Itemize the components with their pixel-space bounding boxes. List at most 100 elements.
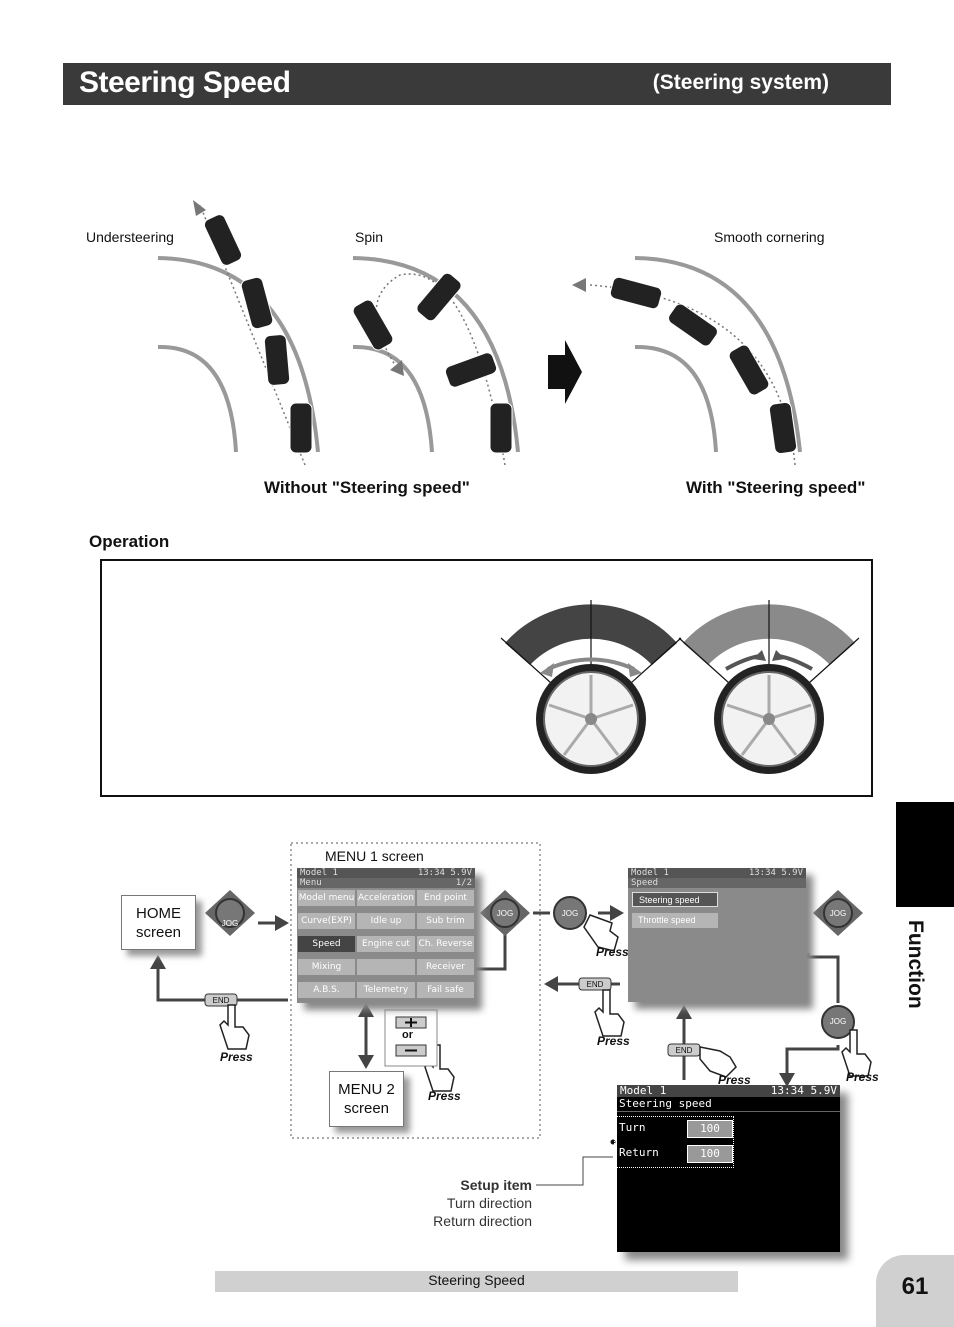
menu-item[interactable]: Telemetry: [357, 982, 415, 998]
arrowhead-smooth: [572, 278, 586, 292]
operation-heading: Operation: [89, 532, 170, 551]
wheel-illustration: [500, 600, 860, 774]
press-label: Press: [597, 1034, 630, 1048]
jog-label: JOG: [221, 919, 239, 928]
menu-item[interactable]: Curve(EXP): [298, 913, 355, 929]
menu-item[interactable]: A.B.S.: [298, 982, 355, 998]
menu-item[interactable]: End point: [417, 890, 474, 906]
operation-box: [100, 559, 873, 797]
menu-item[interactable]: Acceleration: [357, 890, 415, 906]
lcd-item-throttle-speed[interactable]: Throttle speed: [632, 913, 718, 928]
car-icon: [444, 352, 498, 388]
arrowhead-understeer: [193, 200, 206, 216]
path-understeer: [199, 204, 306, 466]
jog-label: JOG: [561, 909, 579, 918]
car-icon: [609, 276, 663, 310]
track-outer-3: [634, 256, 802, 453]
jog-label: JOG: [829, 1017, 847, 1026]
car-icon: [263, 334, 291, 386]
cornering-diagram: [157, 200, 802, 466]
lcd-model-name: Model 1: [300, 868, 338, 878]
jog-button-icon: [205, 890, 255, 936]
menu-item[interactable]: Fail safe: [417, 982, 474, 998]
press-label: Press: [718, 1073, 751, 1087]
menu-item[interactable]: Mixing: [298, 959, 355, 975]
jog-button-icon: [813, 890, 863, 936]
lcd-item-steering-speed[interactable]: Steering speed: [632, 892, 718, 907]
lcd-value-turn[interactable]: 100: [687, 1120, 733, 1138]
car-icon: [203, 214, 243, 266]
car-icon: [728, 344, 770, 396]
label-spin: Spin: [355, 229, 384, 245]
caption-without-steering-speed: Without "Steering speed": [264, 478, 470, 497]
menu-item[interactable]: Idle up: [357, 913, 415, 929]
menu1-screen-title: MENU 1 screen: [325, 848, 424, 864]
steering-speed-lcd: Model 1 13:34 5.9V Steering speed Turn 1…: [614, 1084, 840, 1252]
setup-item-block: Setup item Turn direction Return directi…: [380, 1176, 532, 1230]
menu-item[interactable]: Receiver: [417, 959, 474, 975]
jog-label: JOG: [829, 909, 847, 918]
track-inner-1: [157, 344, 238, 453]
jog-button-icon: [480, 890, 530, 936]
jog-button-icon: [821, 1005, 855, 1039]
menu2-screen-box: MENU 2 screen: [329, 1071, 404, 1127]
lcd-status: 13:34 5.9V: [748, 868, 803, 878]
speed-lcd: Model 1 13:34 5.9V Speed Steering speed …: [628, 868, 806, 1002]
jog-label: JOG: [496, 909, 514, 918]
lcd-screen-title: Steering speed: [617, 1097, 840, 1112]
menu-item[interactable]: Model menu: [298, 890, 355, 906]
lcd-status: 13:34 5.9V: [770, 1084, 837, 1097]
setup-highlight-frame: [614, 1116, 734, 1168]
lcd-model-name: Model 1: [620, 1084, 667, 1097]
menu-item[interactable]: Engine cut: [357, 936, 415, 952]
car-icon: [768, 401, 798, 455]
lcd-model-name: Model 1: [631, 868, 669, 878]
menu-item-speed-selected[interactable]: Speed: [298, 936, 355, 952]
arrowhead-spin: [390, 360, 404, 376]
lcd-row-label-return: Return: [619, 1146, 659, 1159]
end-label: END: [586, 980, 604, 989]
lcd-screen-title: Speed: [628, 878, 806, 888]
track-inner-3: [634, 344, 718, 453]
press-label: Press: [428, 1089, 461, 1103]
page-subtitle: (Steering system): [652, 71, 829, 94]
menu-item[interactable]: [357, 959, 415, 975]
menu-item[interactable]: Sub trim: [417, 913, 474, 929]
caption-with-steering-speed: With "Steering speed": [686, 478, 866, 497]
or-label: or: [402, 1029, 413, 1041]
car-icon: [240, 276, 274, 330]
end-label: END: [212, 996, 230, 1005]
car-icon: [416, 272, 462, 322]
car-icon: [352, 299, 394, 351]
press-label: Press: [220, 1050, 253, 1064]
footer-bar: Steering Speed: [215, 1271, 738, 1292]
jog-button-icon: [553, 896, 587, 930]
page-title: Steering Speed: [79, 66, 291, 99]
menu1-lcd: Model 1 13:34 5.9V Menu 1/2 Model menu A…: [297, 868, 475, 1003]
end-button-icon: [204, 993, 238, 1007]
label-understeering: Understeering: [86, 229, 174, 245]
page-number-box: 61: [876, 1255, 954, 1327]
car-icon: [289, 402, 313, 454]
flow-diagram: [150, 842, 872, 1186]
setup-item-turn: Turn direction: [446, 1195, 532, 1211]
transition-arrow-icon: [548, 340, 582, 404]
arc-arrow-left: [547, 657, 635, 671]
menu-item[interactable]: Ch. Reverse: [417, 936, 474, 952]
home-screen-box: HOME screen: [121, 895, 196, 950]
track-inner-2: [352, 344, 434, 453]
press-label: Press: [846, 1070, 879, 1084]
lcd-menu-title: Menu: [300, 878, 322, 888]
car-icon: [668, 303, 718, 347]
setup-item-title: Setup item: [460, 1177, 532, 1193]
lcd-value-return[interactable]: 100: [687, 1145, 733, 1163]
label-smooth-cornering: Smooth cornering: [714, 229, 825, 245]
page-number: 61: [901, 1273, 929, 1300]
lcd-page: 1/2: [455, 878, 472, 888]
press-label: Press: [596, 945, 629, 959]
end-label: END: [675, 1046, 693, 1055]
lcd-row-label-turn: Turn: [619, 1121, 646, 1134]
side-tab: [896, 802, 954, 907]
lcd-status: 13:34 5.9V: [417, 868, 472, 878]
setup-item-return: Return direction: [433, 1213, 532, 1229]
